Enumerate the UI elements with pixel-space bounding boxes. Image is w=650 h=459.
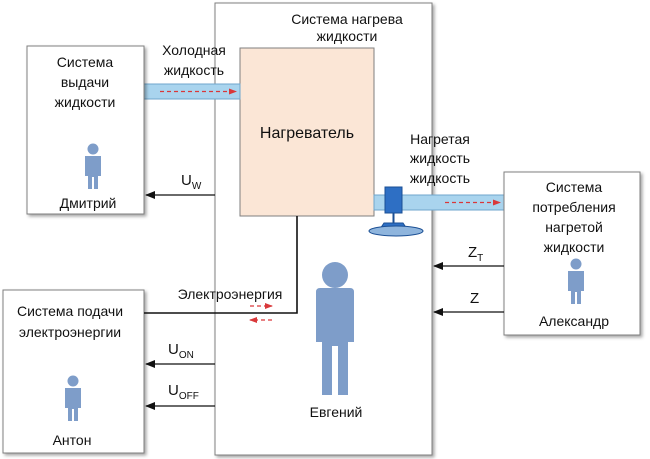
consume-title-4: жидкости: [544, 239, 605, 255]
signal-uoff: UOFF: [145, 382, 215, 410]
power-title-2: электроэнергии: [19, 324, 121, 340]
dispense-title-2: выдачи: [61, 74, 109, 90]
heater-label: Нагреватель: [260, 125, 354, 142]
valve-icon: [368, 186, 424, 237]
signal-uw-label: UW: [181, 172, 202, 192]
signal-z: Z: [433, 290, 504, 316]
heating-system-title-1: Система нагрева: [291, 11, 403, 27]
signal-uon-label: UON: [168, 341, 194, 361]
hot-liquid-label-2: жидкость: [410, 150, 470, 166]
person-alexander-name: Александр: [539, 313, 609, 329]
hot-liquid-label-3: жидкость: [410, 170, 470, 186]
heating-system-title-2: жидкости: [317, 28, 378, 44]
signal-uw: UW: [145, 172, 215, 199]
heater-block: Нагреватель: [239, 47, 375, 217]
consume-title-2: потребления: [532, 199, 615, 215]
person-evgeny-name: Евгений: [310, 404, 363, 420]
cold-liquid-label-2: жидкость: [164, 62, 224, 78]
signal-zt: ZT: [433, 244, 504, 270]
power-title-1: Система подачи: [17, 303, 123, 319]
person-dmitry-name: Дмитрий: [60, 195, 117, 211]
dispense-system-box: Система выдачи жидкости Дмитрий: [26, 45, 145, 215]
signal-z-label: Z: [470, 290, 479, 307]
hot-liquid-label-1: Нагретая: [410, 131, 470, 147]
cold-liquid-label-1: Холодная: [162, 42, 226, 58]
consume-title-3: нагретой: [545, 219, 603, 235]
electricity-line: Электроэнергия: [144, 216, 298, 323]
person-evgeny-icon: [316, 262, 354, 395]
consume-title-1: Система: [546, 179, 603, 195]
electricity-label: Электроэнергия: [178, 286, 283, 302]
consume-system-box: Система потребления нагретой жидкости Ал…: [503, 171, 641, 336]
signal-uoff-label: UOFF: [168, 382, 199, 402]
dispense-title-3: жидкости: [55, 94, 116, 110]
power-system-box: Система подачи электроэнергии Антон: [2, 289, 145, 454]
hot-liquid-pipe: Нагретая жидкость жидкость: [373, 131, 505, 211]
signal-uon: UON: [145, 341, 215, 368]
person-anton-name: Антон: [53, 432, 92, 448]
dispense-title-1: Система: [57, 54, 114, 70]
signal-zt-label: ZT: [468, 244, 483, 264]
